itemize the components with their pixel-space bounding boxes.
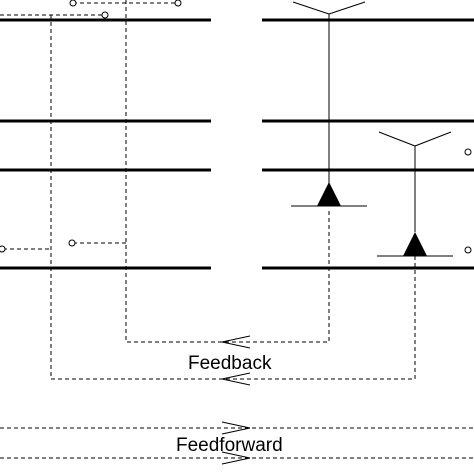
- terminal-circle-top-right: [174, 0, 182, 7]
- feedback-pathway: [50, 0, 416, 380]
- feedback-path-outer: [50, 15, 416, 380]
- feedforward-arrowhead-2: [221, 451, 251, 465]
- terminal-circle-top-left: [69, 0, 77, 7]
- feedback-arrowhead-2: [221, 372, 251, 386]
- feedforward-arrowheads: [221, 421, 251, 465]
- left-column-terminals: [0, 2, 176, 250]
- neuron2-dendrite-branch-left: [378, 131, 416, 147]
- terminal-circle-right-upper: [464, 148, 472, 156]
- terminal-circle-right-lower: [464, 246, 472, 254]
- neuron2-dendrite-branch-right: [414, 131, 452, 147]
- terminal-circle-lower-mid: [68, 239, 76, 247]
- feedforward-arrowhead-1: [221, 421, 251, 435]
- neuron1-soma-triangle: [317, 182, 341, 206]
- terminal-circle-lower-left: [0, 245, 6, 253]
- feedforward-pathway: [0, 427, 474, 459]
- feedback-label: Feedback: [188, 353, 272, 374]
- terminal-circles: [0, 0, 472, 254]
- feedback-path-inner: [125, 0, 330, 343]
- feedback-arrowhead-1: [221, 335, 251, 349]
- feedforward-label: Feedforward: [176, 435, 283, 456]
- pyramidal-neuron-1: [291, 1, 367, 207]
- neuron1-dendrite-branch-left: [292, 1, 330, 15]
- left-column-layers: [0, 18, 211, 270]
- neuron2-soma-triangle: [403, 232, 427, 256]
- feedback-arrowheads: [221, 335, 251, 386]
- neuron1-dendrite-branch-right: [328, 1, 366, 15]
- terminal-circle-upper-mid: [101, 11, 109, 19]
- right-column-layers: [262, 18, 474, 270]
